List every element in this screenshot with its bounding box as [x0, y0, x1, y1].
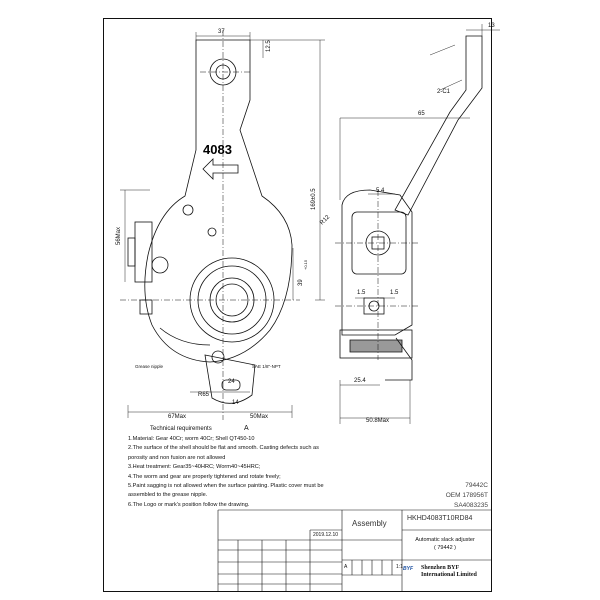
ref-number: SA4083235: [454, 502, 488, 509]
ref-number: 79442C: [465, 482, 488, 489]
dim-side-15b: 1.5: [390, 290, 399, 296]
dim-side-top: 13: [488, 23, 495, 29]
product-title: Automatic slack adjuster: [415, 537, 475, 543]
ref-number: OEM 178956T: [445, 492, 488, 499]
dim-tol-upper: +0.15: [303, 259, 308, 270]
dim-height-main: 169±0.5: [311, 188, 317, 210]
dim-spline-small: 24: [228, 379, 235, 385]
grade-value: A: [344, 564, 348, 570]
tech-title: Technical requirements: [150, 426, 212, 432]
drawing-number: HKHD4083T10RD84: [407, 515, 473, 522]
tech-line: porosity and non fusion are not allowed: [128, 454, 226, 461]
company-line: Shenzhen BYF: [421, 565, 460, 571]
tech-line: assembled to the grease nipple.: [128, 492, 208, 499]
side-view-body: [341, 189, 413, 336]
tech-line: 6.The Logo or mark's position follow the…: [128, 501, 250, 508]
worm-housing: [134, 221, 153, 283]
dim-top-width: 37: [218, 29, 225, 35]
dim-radius: R65: [198, 392, 210, 398]
dim-side-angle: 2-C1: [437, 89, 451, 95]
reference-numbers: 79442C OEM 178956T SA4083235: [408, 481, 488, 511]
scale-value: 1:1: [396, 564, 403, 570]
dim-side-small: 5.4: [376, 188, 385, 194]
company-logo: BYF: [403, 566, 413, 572]
product-code: ( 79442 ): [433, 545, 456, 551]
dim-side-width: 65: [418, 111, 425, 117]
company-name: Shenzhen BYF International Limited: [421, 565, 477, 579]
dim-side-15a: 1.5: [357, 290, 366, 296]
drawing-frame: [103, 18, 492, 592]
dim-spline-bottom: 14: [232, 400, 239, 406]
view-mark-a: A: [244, 425, 249, 432]
part-mark-4083: 4083: [203, 142, 232, 157]
assembly-label: Assembly: [352, 519, 387, 528]
dim-bottom-left: 67Max: [168, 414, 186, 420]
dim-side-bottom: 50.8Max: [366, 418, 389, 424]
dim-side-r: R12: [319, 214, 331, 226]
tech-line: 5.Paint sagging is not allowed when the …: [128, 483, 324, 490]
control-arm-lug: [204, 354, 256, 404]
side-view-lever: [394, 35, 483, 216]
product-name: Automatic slack adjuster ( 79442 ): [402, 536, 488, 552]
dim-side-254: 25.4: [354, 378, 366, 384]
dim-left-height: 56Max: [116, 227, 122, 245]
dim-top-offset: 12.5: [266, 40, 272, 52]
dim-center-offset: 39: [298, 279, 304, 286]
date-value: 2019.12.10: [313, 532, 339, 538]
grease-label: Grease nipple: [135, 364, 164, 369]
company-line: International Limited: [421, 572, 477, 578]
adjuster-arm-outline: [144, 39, 293, 363]
tech-line: 3.Heat treatment: Gear35~40HRC; Worm40~4…: [128, 464, 261, 471]
title-block-grid: [217, 509, 492, 592]
tech-line: 1.Material: Gear 40Cr; worm 40Cr; Shell …: [128, 436, 255, 442]
direction-arrow: [202, 158, 239, 180]
tech-line: 4.The worm and gear are properly tighten…: [128, 473, 281, 480]
tech-line: 2.The surface of the shell should be fla…: [128, 445, 319, 452]
thread-label: SAE 1/8"-NPT: [252, 364, 281, 369]
dim-bottom-right: 50Max: [250, 414, 268, 420]
